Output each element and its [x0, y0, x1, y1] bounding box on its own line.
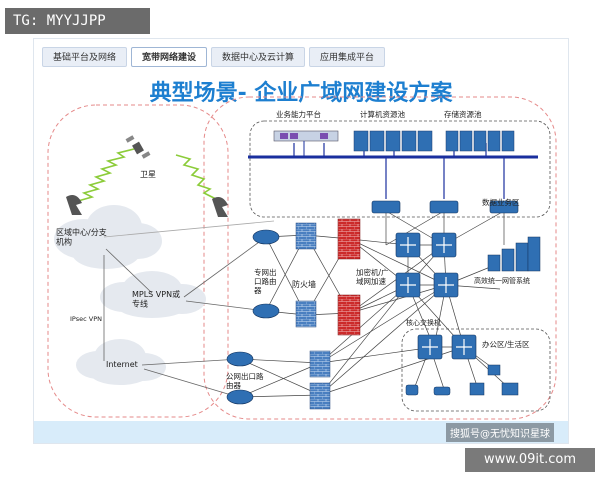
- server-bus: [248, 143, 538, 199]
- router-icon: [226, 351, 254, 367]
- tab-basic-platform[interactable]: 基础平台及网络: [42, 47, 128, 67]
- source-credit: 搜狐号@无忧知识星球: [446, 423, 554, 442]
- label-firewall: 防火墙: [292, 279, 316, 289]
- routers: [226, 229, 280, 405]
- tab-bar: 基础平台及网络 宽带网络建设 数据中心及云计算 应用集成平台: [34, 47, 568, 67]
- label-regional: 区域中心/分支机构: [56, 227, 107, 247]
- label-data-zone: 数据业务区: [482, 197, 520, 207]
- dc-access-switches: [371, 200, 519, 214]
- label-mpls: MPLS VPN或专线: [132, 289, 180, 309]
- computer-icon: [469, 382, 485, 396]
- camera-icon: [405, 384, 419, 396]
- switch-icon: [489, 200, 519, 214]
- network-diagram: 卫星 区域中心/分支机构 MPLS VPN或专线 IPsec VPN Inter…: [47, 96, 557, 420]
- label-core: 核心交换机: [406, 318, 441, 327]
- watermark-bottom-right: www.09it.com: [465, 448, 595, 472]
- router-icon: [226, 389, 254, 405]
- storage-icon: [445, 130, 459, 152]
- satellite-icon: [125, 135, 151, 159]
- tab-broadband-network[interactable]: 宽带网络建设: [131, 47, 208, 67]
- accelerator-icon: [337, 218, 361, 260]
- server-icon: [385, 130, 401, 152]
- firewall-icon: [295, 300, 317, 328]
- switch-icon: [371, 200, 401, 214]
- label-office: 办公区/生活区: [482, 339, 530, 349]
- storage-server-icons: [445, 130, 515, 152]
- labels: 卫星 区域中心/分支机构 MPLS VPN或专线 IPsec VPN Inter…: [56, 109, 530, 390]
- watermark-top-left: TG: MYYJJPP: [5, 8, 150, 34]
- storage-icon: [473, 130, 487, 152]
- core-links: [239, 210, 511, 398]
- label-ipsec: IPsec VPN: [70, 315, 102, 323]
- server-icon: [353, 130, 369, 152]
- wan-links: [103, 220, 275, 398]
- label-satellite: 卫星: [140, 170, 156, 179]
- label-compute-pool: 计算机资源池: [360, 109, 405, 119]
- storage-icon: [487, 130, 501, 152]
- core-switch-marks: [400, 237, 472, 355]
- firewall-icon: [295, 222, 317, 250]
- zone-branch: [47, 104, 229, 418]
- tab-datacenter-cloud[interactable]: 数据中心及云计算: [211, 47, 306, 67]
- cloud-regional: [54, 205, 162, 269]
- zone-hq: [203, 96, 557, 420]
- page-title: 典型场景- 企业广域网建设方案: [149, 81, 453, 106]
- router-icon: [433, 386, 451, 396]
- label-efficient: 高效统一网管系统: [474, 276, 530, 285]
- storage-icon: [501, 130, 515, 152]
- server-icon: [487, 364, 501, 376]
- firewalls: [295, 222, 331, 410]
- clouds: [54, 205, 206, 385]
- label-private-exit: 专网出口路由器: [254, 267, 277, 295]
- firewall-icon: [309, 382, 331, 410]
- encryption-accelerators: [337, 218, 361, 336]
- cloud-internet: [76, 339, 166, 385]
- switch-icon: [429, 200, 459, 214]
- label-accel: 加密机/广域网加速: [356, 267, 389, 286]
- satellite-dish-icon: [212, 197, 228, 217]
- server-icon: [401, 130, 417, 152]
- satellite-dish-icon: [66, 195, 82, 215]
- firewall-icon: [309, 350, 331, 378]
- storage-icon: [459, 130, 473, 152]
- label-public-exit: 公网出口路由器: [226, 371, 264, 390]
- business-platform-server-icon: [273, 130, 339, 157]
- office-devices: [405, 364, 519, 396]
- cloud-mpls: [100, 271, 206, 318]
- router-icon: [252, 303, 280, 319]
- compute-server-icons: [353, 130, 433, 152]
- wireless-links: [77, 148, 217, 202]
- dish-icons: [66, 195, 228, 217]
- zone-office: [401, 328, 551, 412]
- server-icon: [417, 130, 433, 152]
- label-biz-platform: 业务能力平台: [276, 109, 321, 119]
- zone-data-business: [249, 120, 551, 218]
- server-icon: [369, 130, 385, 152]
- tab-app-integration[interactable]: 应用集成平台: [309, 47, 386, 67]
- slide: 基础平台及网络 宽带网络建设 数据中心及云计算 应用集成平台 典型场景- 企业广…: [33, 38, 569, 444]
- computer-icon: [501, 382, 519, 396]
- footer-bar: 搜狐号@无忧知识星球: [34, 421, 568, 443]
- router-icon: [252, 229, 280, 245]
- accelerator-icon: [337, 294, 361, 336]
- nms-server-icons: [487, 236, 541, 272]
- label-internet: Internet: [106, 360, 138, 369]
- zone-outlines: [47, 96, 557, 420]
- label-storage-pool: 存储资源池: [444, 109, 482, 119]
